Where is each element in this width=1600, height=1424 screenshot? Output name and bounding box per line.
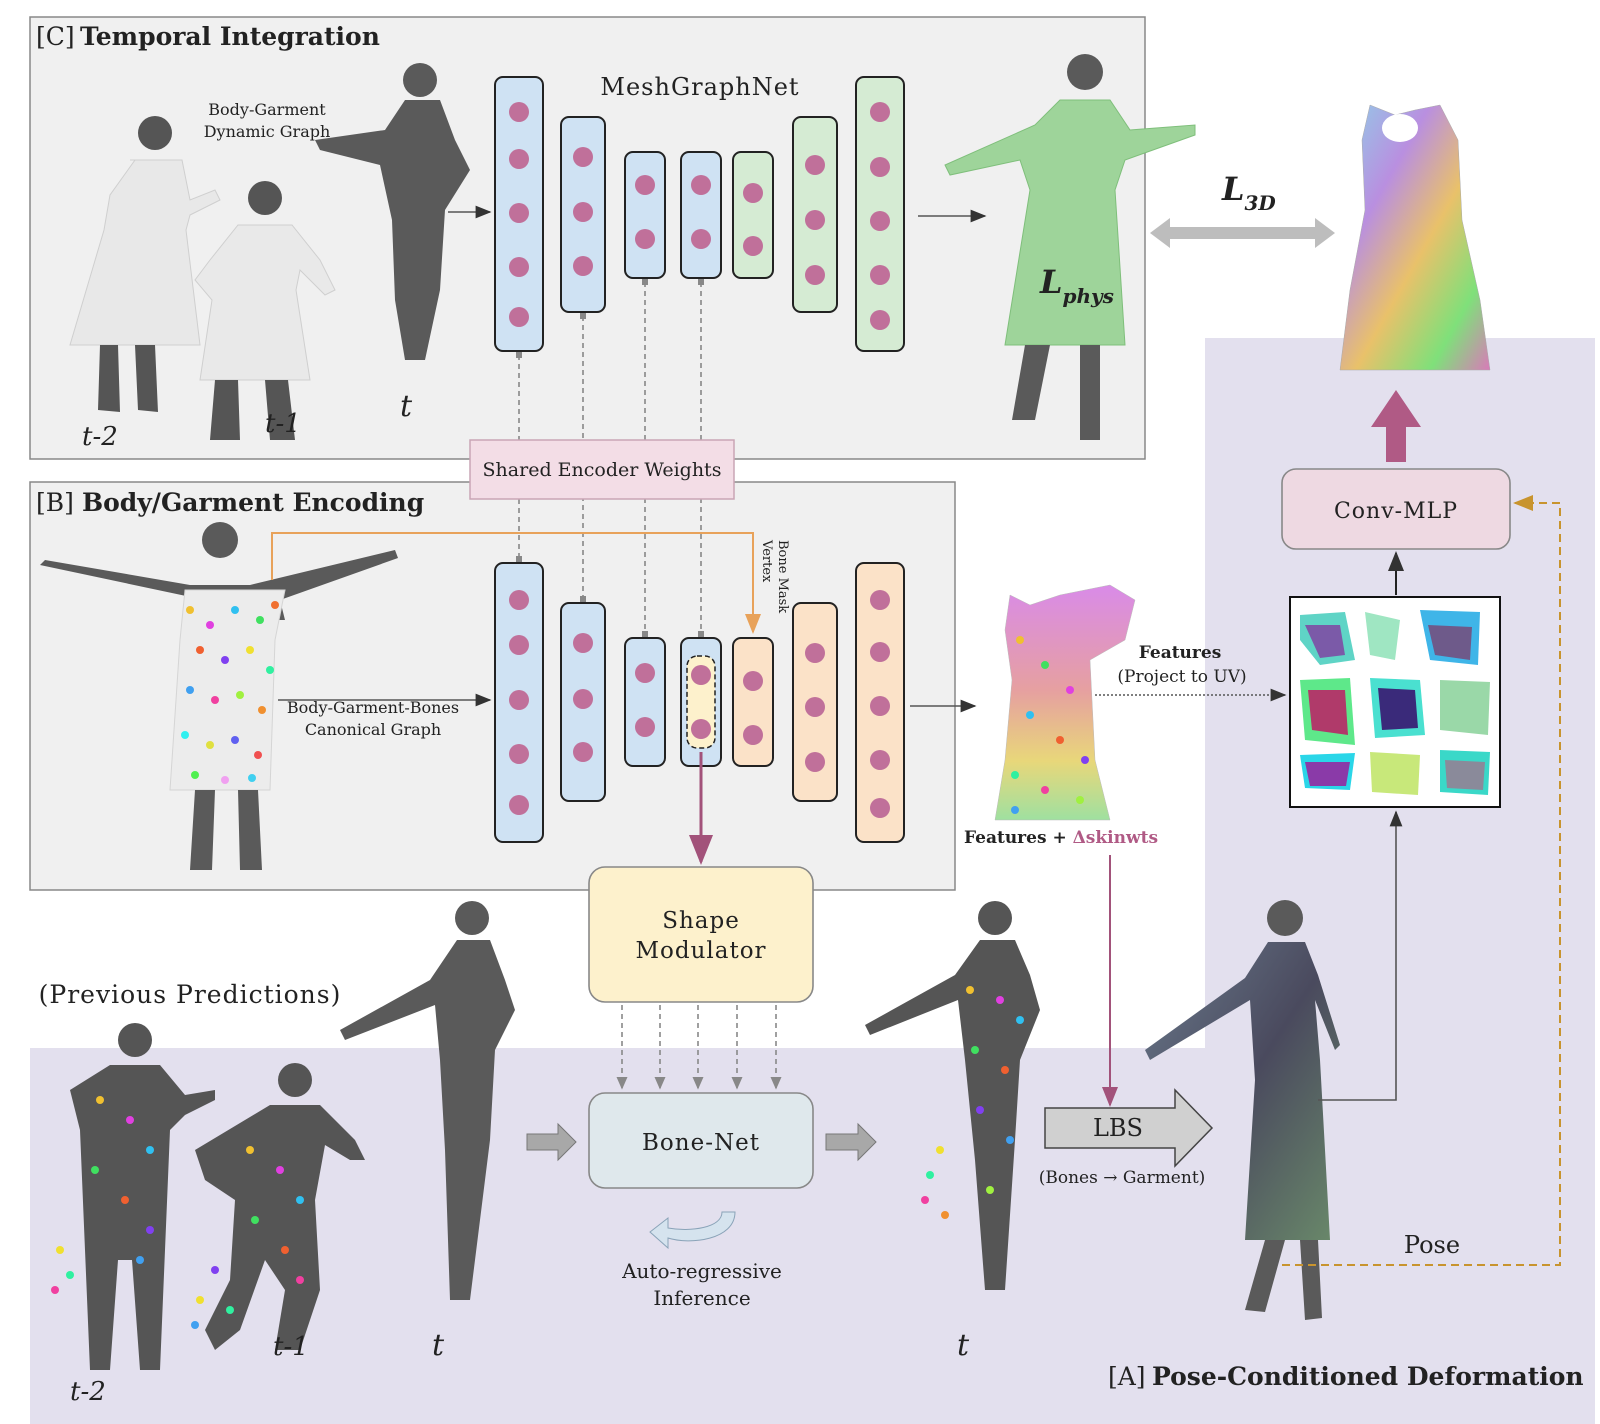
panel-pose-title: Pose-Conditioned Deformation (1152, 1362, 1584, 1391)
autoregressive-icon (649, 1211, 736, 1250)
figure-a-t-minus-2 (51, 1023, 215, 1370)
bone-mask-label-2: Bone Mask (775, 540, 790, 613)
a-label-t: t (432, 1328, 445, 1363)
layer-bottom-7 (855, 562, 905, 843)
layer-top-2 (560, 116, 606, 313)
dynamic-graph-label-1: Body-Garment (208, 100, 326, 119)
figure-c-t (315, 63, 470, 360)
modulator-bonenet-arrows (616, 1005, 782, 1090)
panel-encoding-title: Body/Garment Encoding (82, 488, 424, 517)
layer-top-7 (855, 76, 905, 352)
layer-bottom-2 (560, 602, 606, 802)
features-label: Features (1139, 643, 1222, 663)
project-uv-label: (Project to UV) (1117, 667, 1246, 687)
figure-c-t-minus-2 (69, 116, 221, 412)
panel-temporal-title: Temporal Integration (80, 22, 380, 51)
layer-top-3 (624, 151, 666, 279)
figure-a-output (1145, 900, 1340, 1320)
layer-top-6 (792, 116, 838, 313)
uv-atlas (1289, 596, 1501, 808)
loss-3d: L3D (1221, 170, 1276, 215)
bone-mask-label-1: Vertex (759, 539, 774, 583)
autoregressive-label-2: Inference (653, 1286, 750, 1310)
arrow-conv-dress (1371, 390, 1421, 462)
c-label-t-minus-2: t-2 (82, 422, 118, 452)
a-label-t-minus-2: t-2 (70, 1377, 106, 1407)
shape-modulator-label-2: Modulator (635, 938, 766, 964)
canonical-graph-label-2: Canonical Graph (305, 720, 441, 739)
layer-bottom-6 (792, 602, 838, 802)
layer-bottom-1 (494, 562, 544, 843)
layer-top-1 (494, 76, 544, 352)
figure-a-t-minus-1 (191, 1063, 365, 1350)
shape-modulator-box (588, 866, 814, 1003)
bone-mask-line (271, 532, 761, 634)
shape-modulator-label-1: Shape (662, 908, 740, 934)
panel-pose-tag: [A] (1108, 1362, 1146, 1391)
figure-c-output (944, 54, 1196, 440)
arrow-input-bonenet (526, 1122, 577, 1162)
figure-a-t-bones (865, 901, 1040, 1290)
previous-predictions-label: (Previous Predictions) (39, 980, 342, 1009)
layer-bottom-4 (680, 637, 722, 767)
layer-top-5 (732, 151, 774, 279)
panel-temporal-tag: [C] (36, 22, 75, 51)
c-label-t: t (400, 389, 413, 424)
shared-encoder-box (469, 439, 735, 500)
figure-target-dress (1339, 104, 1491, 371)
layer-bottom-3 (624, 637, 666, 767)
arrow-output-uv (1318, 810, 1403, 1101)
arrow-bonenet-output (825, 1122, 877, 1162)
bone-net-box (588, 1092, 814, 1189)
panel-encoding-tag: [B] (36, 488, 74, 517)
autoregressive-label-1: Auto-regressive (621, 1259, 782, 1283)
figure-b-canonical (40, 522, 398, 870)
bone-net-label: Bone-Net (642, 1130, 760, 1156)
c-label-t-minus-1: t-1 (265, 409, 301, 439)
canonical-graph-label-1: Body-Garment-Bones (287, 698, 459, 717)
figure-a-t (340, 901, 515, 1300)
a-label-t-minus-1: t-1 (273, 1332, 309, 1362)
meshgraphnet-label: MeshGraphNet (600, 73, 799, 101)
features-plus-label: Features + Δskinwts (964, 828, 1158, 848)
bones-garment-label: (Bones → Garment) (1039, 1168, 1206, 1188)
lbs-label: LBS (1093, 1114, 1143, 1142)
conv-mlp-box (1281, 468, 1511, 550)
layer-top-4 (680, 151, 722, 279)
layer-bottom-5 (732, 637, 774, 767)
connector-caps (516, 279, 704, 637)
loss-3d-arrow (1150, 218, 1335, 248)
conv-mlp-label: Conv-MLP (1334, 499, 1458, 524)
figure-c-t-minus-1 (194, 181, 336, 440)
lbs-arrow (1044, 1088, 1214, 1168)
figure-b-output-dress (994, 584, 1136, 821)
shared-encoder-label: Shared Encoder Weights (483, 459, 722, 481)
pose-label: Pose (1404, 1231, 1460, 1259)
a-label-t-bones: t (957, 1328, 970, 1363)
loss-phys: Lphys (1039, 263, 1114, 308)
dynamic-graph-label-2: Dynamic Graph (204, 122, 331, 141)
